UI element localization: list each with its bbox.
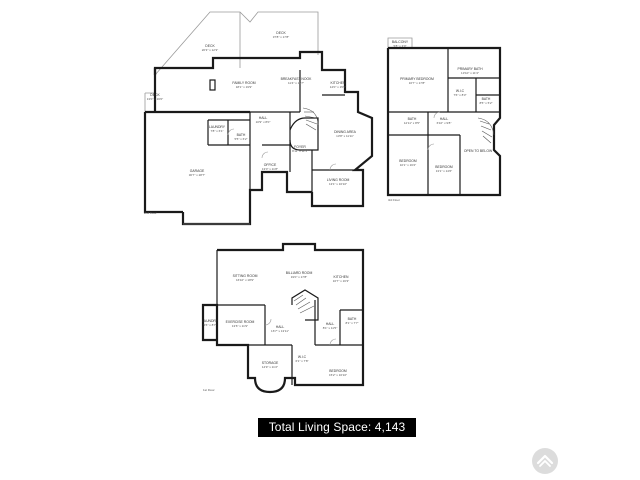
room-name: BATH <box>237 133 246 137</box>
room-name: HALL <box>276 325 285 329</box>
room-name: HALL <box>259 116 268 120</box>
room-dimension: 18'1" x 19'9" <box>236 85 252 89</box>
upper-floor-plan <box>386 37 502 197</box>
room-name: BEDROOM <box>329 369 347 373</box>
room-dimension: 20'3" x 12'3" <box>202 48 218 52</box>
room-name: OFFICE <box>264 163 277 167</box>
room-name: SITTING ROOM <box>233 274 258 278</box>
room-dimension: 8'1" x 7'7" <box>345 321 358 325</box>
room-dimension: 13'1" x 16'10" <box>329 182 347 186</box>
room-dimension: 14'9" x 11'2" <box>262 365 278 369</box>
room-dimension: 12'11" x 8'5" <box>404 121 420 125</box>
room-dimension: 9'11" x 11'1" <box>292 149 308 153</box>
room-name: BILLIARD ROOM <box>286 271 313 275</box>
room-name: EXERCISE ROOM <box>226 320 255 324</box>
lower-floor-plan <box>201 242 365 394</box>
total-living-space-label: Total Living Space: 4,143 Sq. Ft <box>258 418 416 453</box>
room-name: OPEN TO BELOW <box>464 149 493 153</box>
lower-floor-stairs <box>293 294 315 314</box>
room-dimension: 7'6" x 8'3" <box>453 93 466 97</box>
room-dimension: 30'7" x 28'7" <box>189 173 205 177</box>
room-dimension: 14'0" x 15'0" <box>330 85 346 89</box>
room-name: BATH <box>482 97 491 101</box>
room-name: PRIMARY BEDROOM <box>400 77 434 81</box>
room-name: LAUNDRY <box>209 125 226 129</box>
upper-floor-stairs <box>477 117 495 144</box>
room-name: GARAGE <box>190 169 205 173</box>
room-dimension: 5'6" x 8'7" <box>203 323 216 327</box>
room-dimension: 11'4" x 11'7" <box>288 81 304 85</box>
room-dimension: 13'10" x 11'3" <box>461 71 479 75</box>
room-name: W.I.C <box>298 355 307 359</box>
room-dimension: 8'5" x 5'2" <box>479 101 492 105</box>
lower-floor-labels: SITTING ROOM 16'10" x 18'9" BILLIARD ROO… <box>202 271 359 392</box>
room-name: PRIMARY BATH <box>457 67 483 71</box>
room-name: BATH <box>348 317 357 321</box>
room-name: BALCONY <box>392 40 409 44</box>
room-dimension: 13'0" x 11'8" <box>262 167 278 171</box>
main-floor-stairs <box>302 107 319 131</box>
room-name: DECK <box>205 44 215 48</box>
room-name: W.I.C <box>456 89 465 93</box>
room-name: HALL <box>440 117 449 121</box>
room-dimension: 16'7" x 13'11" <box>271 329 289 333</box>
room-dimension: 15'2" x 16'10" <box>329 373 347 377</box>
room-dimension: 16'7" x 16'3" <box>333 279 349 283</box>
room-dimension: 10'9" x 8'0" <box>256 120 271 124</box>
room-name: BEDROOM <box>399 159 417 163</box>
upper-floor-labels: BALCONY 5'8" x 3'0" PRIMARY BEDROOM 16'7… <box>388 40 493 202</box>
room-dimension: 10'1" x 16'2" <box>400 163 416 167</box>
room-dimension: 16'7" x 17'8" <box>409 81 425 85</box>
room-name: BEDROOM <box>435 165 453 169</box>
room-name: DINING AREA <box>334 130 357 134</box>
room-name: STORAGE <box>262 361 279 365</box>
room-name: BREAKFAST NOOK <box>281 77 313 81</box>
room-dimension: 6'1" x 7'8" <box>295 359 308 363</box>
room-name: KITCHEN <box>334 275 349 279</box>
room-dimension: 13'6" x 11'9" <box>232 324 248 328</box>
room-name: DECK <box>150 93 160 97</box>
room-dimension: 19'0" x 17'8" <box>291 275 307 279</box>
room-name: KITCHEN <box>331 81 346 85</box>
room-dimension: 13'1" x 14'6" <box>436 169 452 173</box>
room-name: LIVING ROOM <box>327 178 350 182</box>
room-name: HALL <box>326 322 335 326</box>
floor-label: 3rd Floor <box>388 198 400 202</box>
room-name: FAMILY ROOM <box>232 81 255 85</box>
room-name: FOYER <box>294 145 306 149</box>
room-dimension: 8'1" x 11'5" <box>323 326 338 330</box>
room-dimension: 37'8" x 17'8" <box>273 35 289 39</box>
room-name: LAUNDRY <box>202 319 219 323</box>
main-floor-plan <box>143 11 374 226</box>
main-floor-labels: DECK 20'3" x 12'3" DECK 37'8" x 17'8" DE… <box>144 31 357 215</box>
room-dimension: 7'8" x 6'1" <box>210 129 223 133</box>
room-dimension: 6'10" x 9'8" <box>437 121 452 125</box>
floor-label: 1st Floor <box>203 388 215 392</box>
room-dimension: 13'0" x 16'0" <box>147 97 163 101</box>
room-name: BATH <box>408 117 417 121</box>
room-name: DECK <box>276 31 286 35</box>
watermark-logo-icon <box>532 448 558 474</box>
floor-label: 2nd Floor <box>144 211 157 215</box>
room-dimension: 16'10" x 18'9" <box>236 278 254 282</box>
room-dimension: 13'8" x 11'11" <box>336 134 354 138</box>
room-dimension: 5'8" x 3'0" <box>393 44 406 48</box>
room-dimension: 5'5" x 6'2" <box>234 137 247 141</box>
